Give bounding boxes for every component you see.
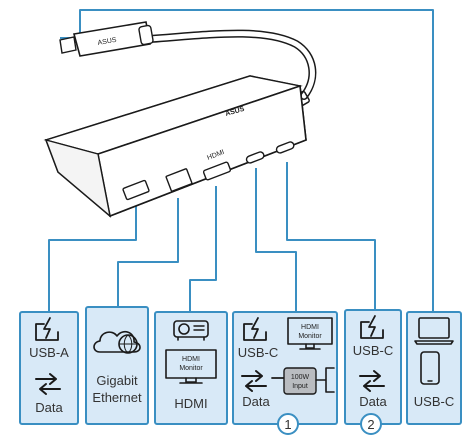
hdmi-port (202, 161, 232, 181)
lightning-power-icon (35, 317, 59, 341)
panel-hdmi-monitor-line-1: HDMI (182, 356, 200, 363)
power-adapter-icon (271, 367, 335, 395)
panel-hdmi-label: HDMI (174, 396, 207, 411)
panel-usb-c-2-label-2: Data (359, 394, 387, 409)
panel-ethernet-label-2: Ethernet (92, 390, 142, 405)
panel-usb-c-1-monitor-line-2: Monitor (298, 333, 322, 340)
line-usb-c-1 (255, 168, 297, 312)
line-usb-c-2 (286, 162, 376, 310)
panel-usb-c-1-monitor-line-1: HDMI (301, 324, 319, 331)
panel-usb-c-2-badge-text: 2 (367, 417, 374, 432)
panel-usb-c-1: USB-C HDMI Monitor 100W Input Data 1 (232, 311, 338, 435)
swap-arrows-icon (241, 370, 267, 392)
panel-usb-a-label-2: Data (35, 400, 63, 415)
panel-hdmi-monitor-line-2: Monitor (179, 365, 203, 372)
panel-usb-c-2: USB-C Data 2 (344, 309, 402, 435)
panel-usb-c-1-power-line-1: 100W (291, 374, 310, 381)
phone-icon (420, 351, 440, 385)
panel-usb-c-host-label: USB-C (414, 394, 454, 409)
cable-brand-label: ASUS (97, 37, 117, 47)
panel-usb-c-1-label-2: Data (242, 394, 270, 409)
panel-usb-c-2-badge (360, 413, 382, 435)
line-usb-a (48, 196, 137, 312)
monitor-icon (287, 317, 333, 350)
panel-hdmi: HDMI Monitor HDMI (154, 311, 228, 425)
projector-icon (173, 320, 209, 341)
laptop-icon (414, 317, 454, 345)
swap-arrows-icon (359, 370, 385, 392)
hub-body: ASUS HDMI (43, 75, 307, 218)
usb-c-port-2 (275, 141, 295, 154)
panel-usb-a: USB-A Data (19, 311, 79, 425)
lightning-power-icon (243, 317, 267, 341)
lightning-power-icon (360, 315, 384, 339)
panel-ethernet: Gigabit Ethernet (85, 306, 149, 425)
panel-ethernet-label-1: Gigabit (96, 373, 138, 388)
line-ethernet (117, 198, 179, 307)
panel-usb-c-host: USB-C (406, 311, 462, 425)
panel-usb-c-1-power-line-2: Input (292, 383, 308, 390)
panel-usb-a-label-1: USB-A (29, 345, 69, 360)
usb-c-port-1 (245, 151, 265, 164)
swap-arrows-icon (35, 373, 61, 395)
panel-usb-c-1-badge-text: 1 (284, 417, 291, 432)
cloud-globe-icon (93, 330, 141, 354)
panel-usb-c-1-label-1: USB-C (238, 345, 278, 360)
panel-usb-c-2-label-1: USB-C (353, 343, 393, 358)
usb-c-cable: ASUS (59, 21, 317, 110)
monitor-icon (165, 349, 217, 384)
ethernet-port (165, 168, 193, 192)
usb-a-port (122, 179, 150, 201)
line-hdmi (189, 186, 217, 312)
panel-usb-c-1-badge (277, 413, 299, 435)
